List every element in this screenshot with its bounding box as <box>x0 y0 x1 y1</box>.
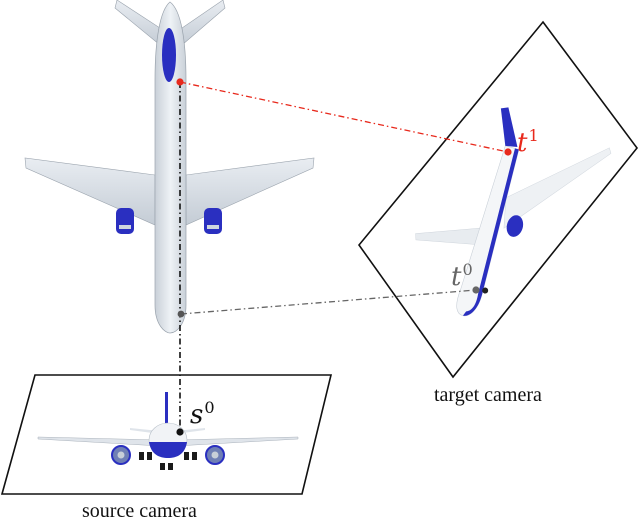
target-t1-point <box>504 148 512 156</box>
source-s0-point <box>176 428 184 436</box>
target-camera-frame <box>357 20 639 379</box>
target-tail-fin <box>500 107 518 148</box>
left-engine <box>116 208 134 234</box>
t0-base: t <box>451 262 462 292</box>
right-engine <box>204 208 222 234</box>
target-view-airplane <box>415 107 612 317</box>
target-landing-gear <box>482 287 489 294</box>
source-camera-label: source camera <box>82 500 197 522</box>
edge-tail-to-t1 <box>179 81 509 153</box>
target-far-wing <box>503 147 612 229</box>
target-engine <box>506 215 524 237</box>
left-stabilizer <box>114 0 161 46</box>
t1-label: t1 <box>517 126 539 158</box>
t0-label: t0 <box>451 260 473 292</box>
source-tail-fin <box>165 392 168 424</box>
s0-label: s0 <box>190 398 215 430</box>
top-plane-tail-point <box>176 78 184 86</box>
source-landing-gear <box>139 452 197 470</box>
right-engine-band <box>207 225 219 229</box>
target-t0-point <box>472 286 480 294</box>
t1-sup: 1 <box>528 126 539 145</box>
s0-sup: 0 <box>204 398 215 417</box>
right-stabilizer <box>181 0 226 46</box>
t1-base: t <box>517 128 528 158</box>
edge-nose-to-t0 <box>180 289 477 315</box>
tail-fin <box>162 28 176 82</box>
target-fuselage-stripe <box>462 148 519 316</box>
top-plane-nose-point <box>177 310 185 318</box>
source-camera-frame <box>0 374 333 495</box>
left-wing <box>24 157 156 226</box>
top-view-airplane <box>24 0 315 334</box>
source-view-airplane <box>37 392 299 470</box>
target-camera-label: target camera <box>434 384 542 406</box>
source-right-wing <box>175 436 299 447</box>
source-left-wing <box>37 436 161 447</box>
s0-base: s <box>190 400 204 430</box>
left-engine-band <box>119 225 131 229</box>
source-left-engine-hub <box>117 451 125 459</box>
source-right-engine-hub <box>211 451 219 459</box>
source-fuselage-belly <box>149 442 187 458</box>
t0-sup: 0 <box>462 260 473 279</box>
